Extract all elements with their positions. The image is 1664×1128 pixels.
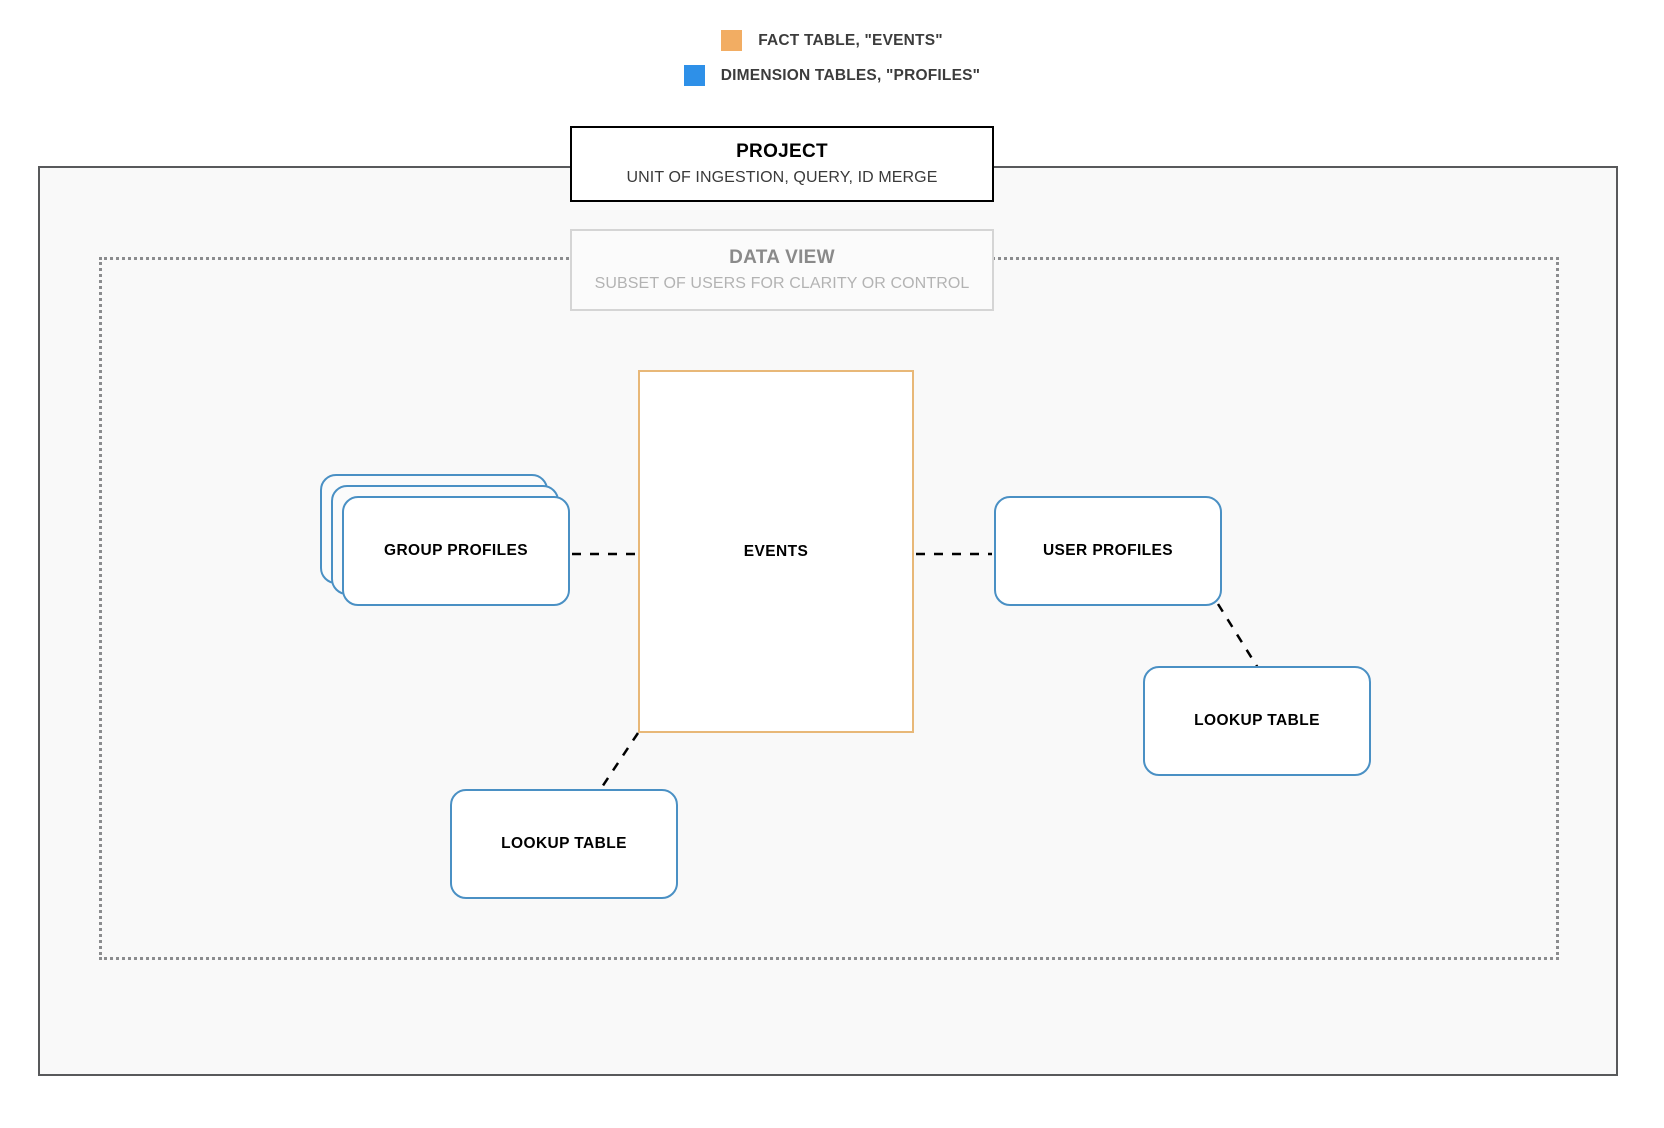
legend: FACT TABLE, "EVENTS" DIMENSION TABLES, "… — [0, 30, 1664, 86]
blue-square-swatch-icon — [683, 65, 705, 86]
legend-label-fact-table: FACT TABLE, "EVENTS" — [758, 31, 943, 49]
node-user-profiles[interactable]: USER PROFILES — [994, 496, 1222, 606]
data-view-title: DATA VIEW — [729, 247, 835, 268]
node-user-profiles-label: USER PROFILES — [1042, 542, 1174, 559]
project-title: PROJECT — [736, 141, 828, 162]
orange-square-swatch-icon — [721, 30, 743, 51]
data-view-header-box: DATA VIEW SUBSET OF USERS FOR CLARITY OR… — [570, 229, 994, 311]
legend-item-fact-table: FACT TABLE, "EVENTS" — [721, 30, 943, 51]
project-header-box: PROJECT UNIT OF INGESTION, QUERY, ID MER… — [570, 126, 994, 202]
data-view-subtitle: SUBSET OF USERS FOR CLARITY OR CONTROL — [594, 275, 970, 292]
node-lookup-table-right[interactable]: LOOKUP TABLE — [1143, 666, 1371, 776]
node-lookup-table-right-label: LOOKUP TABLE — [1194, 712, 1320, 729]
node-lookup-table-left[interactable]: LOOKUP TABLE — [450, 789, 678, 899]
node-lookup-table-left-label: LOOKUP TABLE — [501, 835, 627, 852]
node-events[interactable]: EVENTS — [638, 370, 914, 733]
node-group-profiles[interactable]: GROUP PROFILES — [342, 496, 570, 606]
node-events-label: EVENTS — [743, 542, 809, 560]
legend-item-dimension-tables: DIMENSION TABLES, "PROFILES" — [683, 65, 981, 86]
project-subtitle: UNIT OF INGESTION, QUERY, ID MERGE — [626, 169, 938, 186]
legend-label-dimension-tables: DIMENSION TABLES, "PROFILES" — [720, 66, 981, 84]
node-group-profiles-label: GROUP PROFILES — [384, 542, 528, 559]
